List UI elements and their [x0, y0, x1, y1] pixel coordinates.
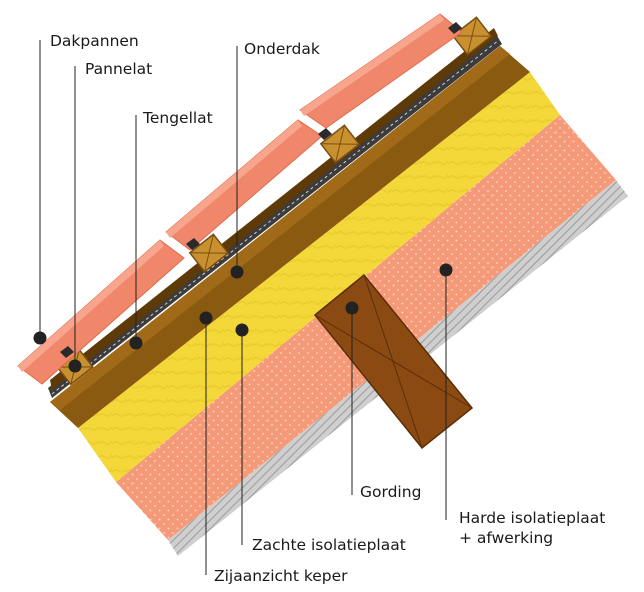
label-zachte-isolatieplaat: Zachte isolatieplaat	[252, 536, 406, 554]
label-pannelat: Pannelat	[85, 60, 152, 78]
label-zijaanzicht-keper: Zijaanzicht keper	[214, 567, 348, 585]
label-onderdak: Onderdak	[244, 40, 320, 58]
soft-insulation	[78, 72, 560, 482]
label-dakpannen: Dakpannen	[50, 32, 139, 50]
label-afwerking: + afwerking	[459, 529, 553, 547]
roof-tiles	[17, 13, 463, 385]
label-gording: Gording	[360, 483, 421, 501]
label-tengellat: Tengellat	[142, 109, 213, 127]
rafter-side-view	[50, 46, 530, 428]
marker-dots	[33, 263, 453, 373]
label-harde-isolatieplaat: Harde isolatieplaat	[459, 509, 605, 527]
counter-batten-strip	[50, 28, 498, 390]
leader-lines	[39, 40, 447, 575]
